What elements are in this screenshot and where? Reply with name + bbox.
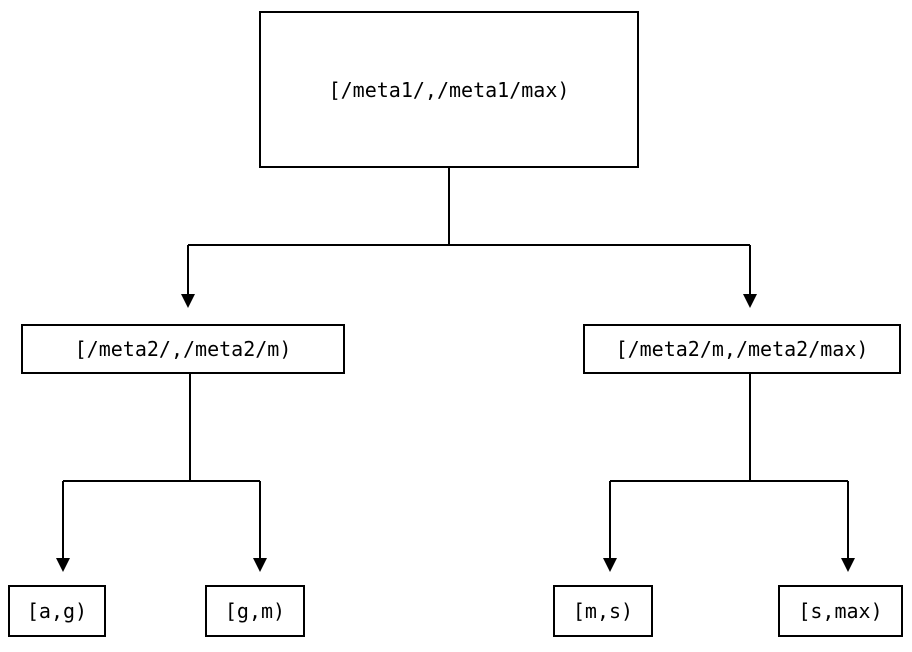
arrowhead-leaf-g-m bbox=[253, 558, 267, 572]
arrowhead-mid-right bbox=[743, 294, 757, 308]
node-leaf-g-m-label: [g,m) bbox=[224, 599, 286, 623]
arrowhead-leaf-s-max bbox=[841, 558, 855, 572]
node-leaf-s-max-label: [s,max) bbox=[798, 599, 883, 623]
node-leaf-s-max[interactable]: [s,max) bbox=[778, 585, 903, 637]
arrowhead-mid-left bbox=[181, 294, 195, 308]
node-leaf-m-s-label: [m,s) bbox=[572, 599, 634, 623]
node-mid-right-label: [/meta2/m,/meta2/max) bbox=[615, 337, 869, 361]
node-leaf-a-g[interactable]: [a,g) bbox=[8, 585, 106, 637]
arrowhead-leaf-a-g bbox=[56, 558, 70, 572]
node-mid-right[interactable]: [/meta2/m,/meta2/max) bbox=[583, 324, 901, 374]
node-root[interactable]: [/meta1/,/meta1/max) bbox=[259, 11, 639, 168]
node-root-label: [/meta1/,/meta1/max) bbox=[328, 77, 570, 102]
node-leaf-m-s[interactable]: [m,s) bbox=[553, 585, 653, 637]
node-leaf-a-g-label: [a,g) bbox=[26, 599, 88, 623]
arrowhead-leaf-m-s bbox=[603, 558, 617, 572]
node-leaf-g-m[interactable]: [g,m) bbox=[205, 585, 305, 637]
node-mid-left-label: [/meta2/,/meta2/m) bbox=[74, 337, 292, 361]
node-mid-left[interactable]: [/meta2/,/meta2/m) bbox=[21, 324, 345, 374]
